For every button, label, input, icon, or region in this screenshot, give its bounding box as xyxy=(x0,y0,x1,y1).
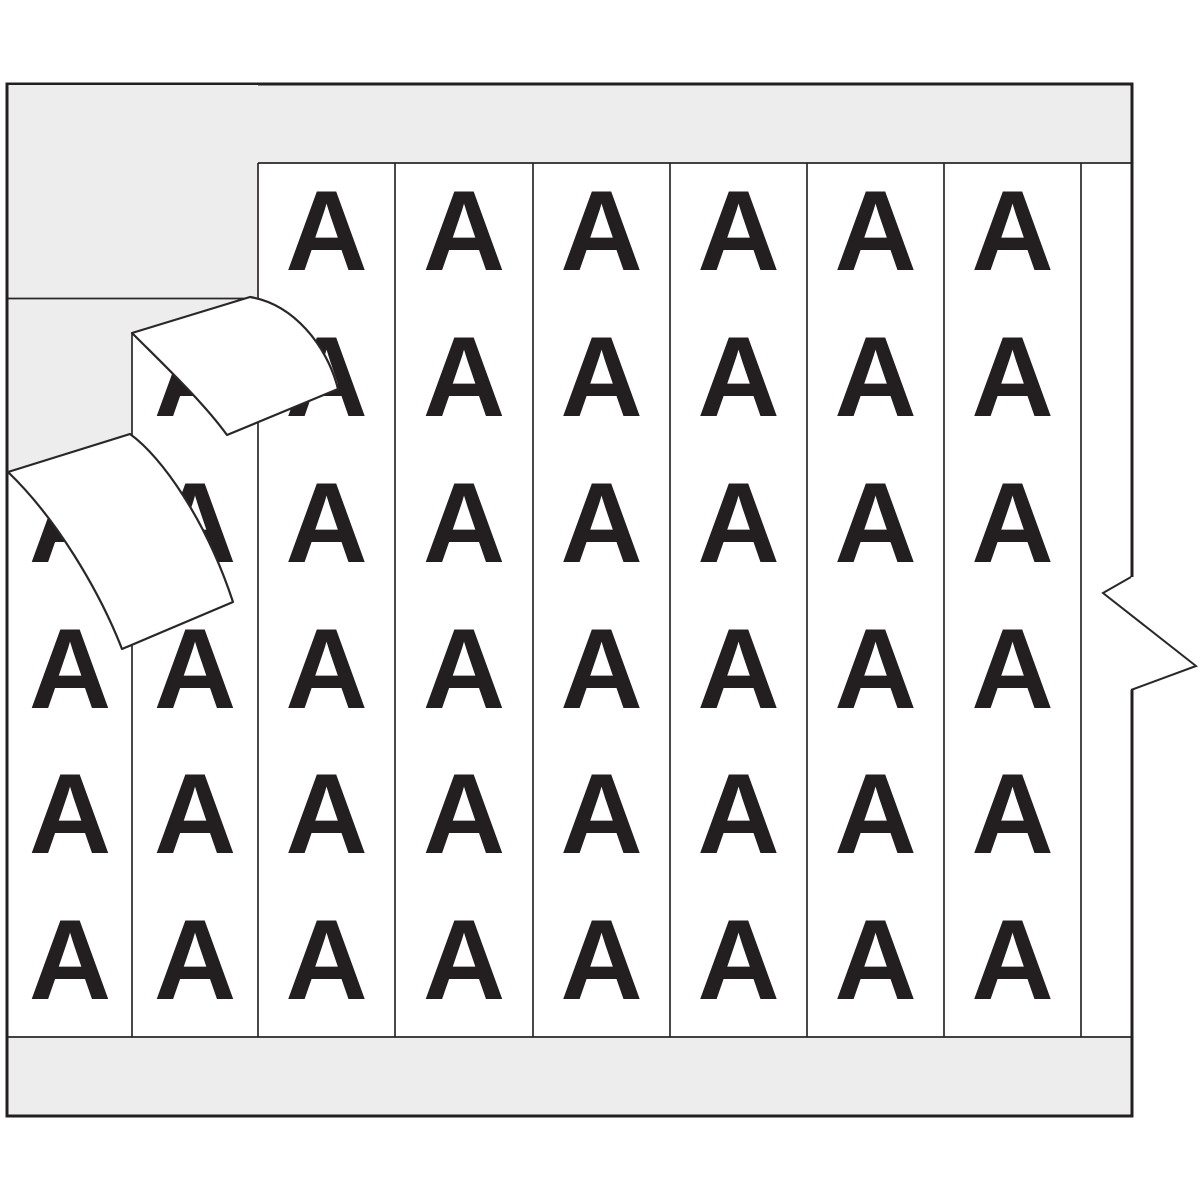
marker-letter: A xyxy=(971,460,1053,587)
marker-letter: A xyxy=(834,168,916,295)
peeling-marker-upper xyxy=(130,295,340,437)
marker-letter: A xyxy=(285,897,367,1024)
marker-letter: A xyxy=(285,751,367,878)
marker-letter: A xyxy=(285,168,367,295)
marker-letter: A xyxy=(285,460,367,587)
marker-letter: A xyxy=(697,606,779,733)
marker-letter: A xyxy=(560,606,642,733)
marker-letter: A xyxy=(971,314,1053,441)
marker-letter: A xyxy=(834,897,916,1024)
marker-letter: A xyxy=(423,168,505,295)
marker-letter: A xyxy=(560,751,642,878)
peeled-area-backing-top-left xyxy=(8,85,258,299)
marker-letter: A xyxy=(423,314,505,441)
marker-letter: A xyxy=(971,168,1053,295)
marker-letter: A xyxy=(697,460,779,587)
marker-letter: A xyxy=(697,314,779,441)
marker-letter: A xyxy=(423,606,505,733)
peeling-marker-lower xyxy=(6,432,235,651)
marker-letter: A xyxy=(560,314,642,441)
marker-letter: A xyxy=(560,897,642,1024)
peeled-area-backing-left xyxy=(8,297,250,471)
marker-letter: A xyxy=(29,897,111,1024)
marker-letter: A xyxy=(697,168,779,295)
marker-letter: A xyxy=(423,751,505,878)
marker-letter: A xyxy=(971,751,1053,878)
tear-tab xyxy=(1101,576,1199,691)
marker-letter: A xyxy=(29,606,111,733)
marker-letter: A xyxy=(697,751,779,878)
marker-letter: A xyxy=(154,751,236,878)
marker-letter: A xyxy=(560,168,642,295)
marker-letter: A xyxy=(971,897,1053,1024)
marker-letter: A xyxy=(423,897,505,1024)
letter-grid: AAAAAAAAAAAAAAAAAAAAAAAAAAAAAAAAAAAAAAAA… xyxy=(29,168,1054,1024)
marker-letter: A xyxy=(834,460,916,587)
tear-tab-arrow xyxy=(1101,576,1199,691)
marker-letter: A xyxy=(834,314,916,441)
marker-letter: A xyxy=(560,460,642,587)
marker-letter: A xyxy=(834,606,916,733)
marker-letter: A xyxy=(697,897,779,1024)
marker-letter: A xyxy=(971,606,1053,733)
marker-letter: A xyxy=(285,606,367,733)
marker-letter: A xyxy=(834,751,916,878)
marker-letter: A xyxy=(154,897,236,1024)
marker-letter: A xyxy=(29,751,111,878)
marker-letter: A xyxy=(423,460,505,587)
